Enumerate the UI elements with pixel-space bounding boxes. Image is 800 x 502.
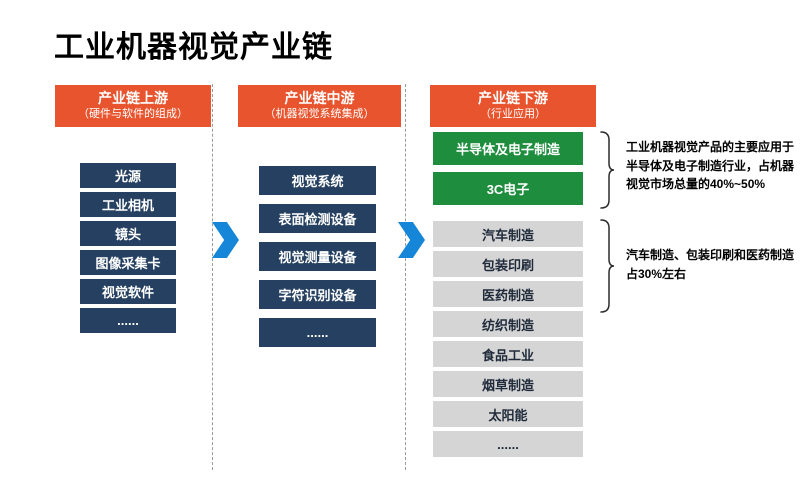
downstream-item-packaging-printing: 包装印刷 (433, 251, 583, 277)
downstream-item-semiconductor-electronics: 半导体及电子制造 (433, 132, 583, 165)
flow-arrow-icon-1 (212, 222, 239, 258)
column-divider-2 (405, 84, 406, 470)
midstream-item-vision-system: 视觉系统 (259, 166, 376, 195)
midstream-header-subtitle: （机器视觉系统集成） (264, 107, 375, 120)
downstream-item-3c-electronics: 3C电子 (433, 172, 583, 205)
midstream-item-vision-measurement: 视觉测量设备 (259, 242, 376, 271)
column-divider-1 (212, 84, 213, 470)
downstream-item-solar: 太阳能 (433, 401, 583, 427)
downstream-item-automotive: 汽车制造 (433, 221, 583, 247)
downstream-header-title: 产业链下游 (478, 90, 548, 107)
midstream-header-title: 产业链中游 (284, 90, 355, 107)
downstream-item-food-industry: 食品工业 (433, 341, 583, 367)
curly-brace-icon-1 (600, 131, 615, 209)
flow-arrow-icon-2 (398, 222, 425, 258)
midstream-item-surface-inspection: 表面检测设备 (259, 204, 376, 233)
upstream-item-light-source: 光源 (80, 163, 176, 188)
downstream-header: 产业链下游 （行业应用） (430, 85, 596, 127)
upstream-header: 产业链上游 （硬件与软件的组成） (55, 85, 211, 127)
diagram-title: 工业机器视觉产业链 (54, 31, 333, 64)
downstream-item-tobacco: 烟草制造 (433, 371, 583, 397)
upstream-item-industrial-camera: 工业相机 (80, 192, 176, 217)
downstream-item-textile: 纺织制造 (433, 311, 583, 337)
upstream-item-more: ...... (80, 308, 176, 333)
midstream-item-more: ...... (259, 318, 376, 347)
upstream-header-subtitle: （硬件与软件的组成） (78, 107, 188, 120)
annotation-semiconductor-share: 工业机器视觉产品的主要应用于半导体及电子制造行业，占机器视觉市场总量的40%~5… (626, 140, 795, 192)
downstream-item-more: ...... (433, 431, 583, 457)
midstream-header: 产业链中游 （机器视觉系统集成） (238, 85, 401, 127)
upstream-item-frame-grabber: 图像采集卡 (80, 250, 176, 275)
upstream-header-title: 产业链上游 (98, 90, 168, 107)
upstream-item-vision-software: 视觉软件 (80, 279, 176, 304)
curly-brace-icon-2 (600, 219, 615, 313)
downstream-item-pharmaceutical: 医药制造 (433, 281, 583, 307)
downstream-header-subtitle: （行业应用） (480, 107, 546, 120)
annotation-auto-packaging-pharma-share: 汽车制造、包装印刷和医药制造占30%左右 (626, 248, 795, 281)
midstream-item-character-recognition: 字符识别设备 (259, 280, 376, 309)
upstream-item-lens: 镜头 (80, 221, 176, 246)
